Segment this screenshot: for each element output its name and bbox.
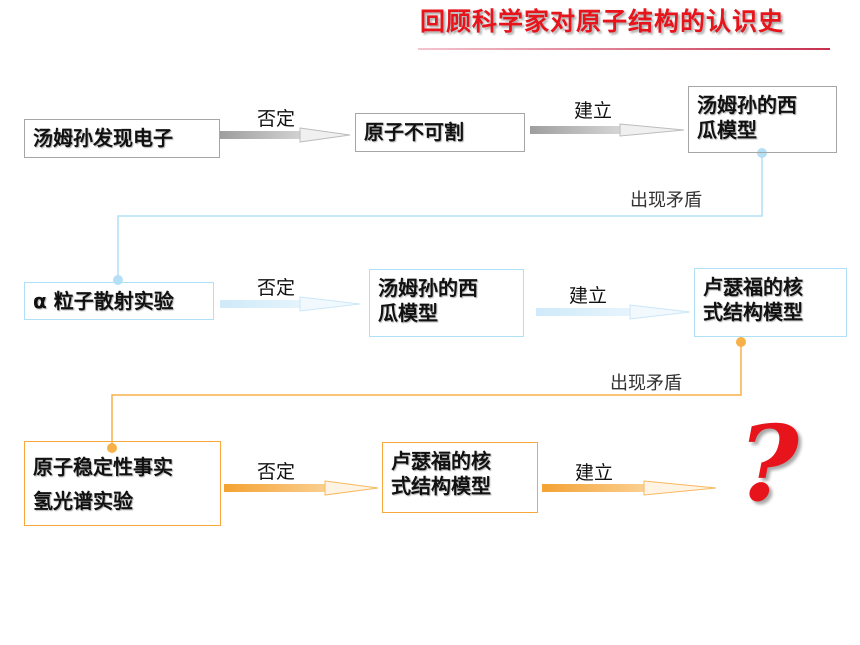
box-rutherford-model: 卢瑟福的核 式结构模型 [694,268,847,337]
box-plum-pudding-model-2: 汤姆孙的西 瓜模型 [369,269,524,337]
connector-contradiction-2 [107,337,746,453]
box-label-line: 氢光谱实验 [33,489,133,513]
title-underline [418,48,830,50]
page-title: 回顾科学家对原子结构的认识史 [420,7,785,36]
row3-arrow-negate [224,480,379,496]
box-alpha-scattering: α 粒子散射实验 [24,282,214,320]
box-atom-indivisible: 原子不可割 [355,113,525,152]
box-label: α 粒子散射实验 [33,288,174,313]
box-rutherford-model-2: 卢瑟福的核 式结构模型 [382,442,538,513]
label-establish-1: 建立 [574,100,613,122]
row2-arrow-establish [536,304,691,320]
box-label: 汤姆孙发现电子 [33,126,173,150]
label-contradiction-1: 出现矛盾 [630,190,702,211]
box-label-line: 卢瑟福的核 [391,449,491,473]
row2-arrow-negate [220,296,361,312]
label-establish-3: 建立 [575,462,614,484]
question-mark-icon: ? [738,402,799,525]
box-label-line: 瓜模型 [697,118,757,142]
box-plum-pudding-model: 汤姆孙的西 瓜模型 [688,86,837,153]
box-label-line: 汤姆孙的西 [378,276,478,300]
label-negate-2: 否定 [257,277,296,299]
connector-contradiction-1 [113,148,767,285]
box-label-line: 瓜模型 [378,301,438,325]
box-label-line: 汤姆孙的西 [697,93,797,117]
row1-arrow-establish [530,123,685,137]
row1-arrow-negate [220,127,351,143]
box-label: 原子不可割 [364,120,464,144]
box-label-line: 式结构模型 [391,474,491,498]
box-thomson-discovers-electron: 汤姆孙发现电子 [24,119,220,158]
box-label-line: 卢瑟福的核 [703,275,803,299]
label-establish-2: 建立 [569,285,608,307]
box-label-line: 原子稳定性事实 [33,455,173,479]
box-atomic-stability-facts: 原子稳定性事实 氢光谱实验 [24,441,221,526]
label-negate-3: 否定 [257,461,296,483]
label-contradiction-2: 出现矛盾 [610,373,682,394]
box-label-line: 式结构模型 [703,300,803,324]
row3-arrow-establish [542,480,717,496]
label-negate-1: 否定 [257,108,296,130]
